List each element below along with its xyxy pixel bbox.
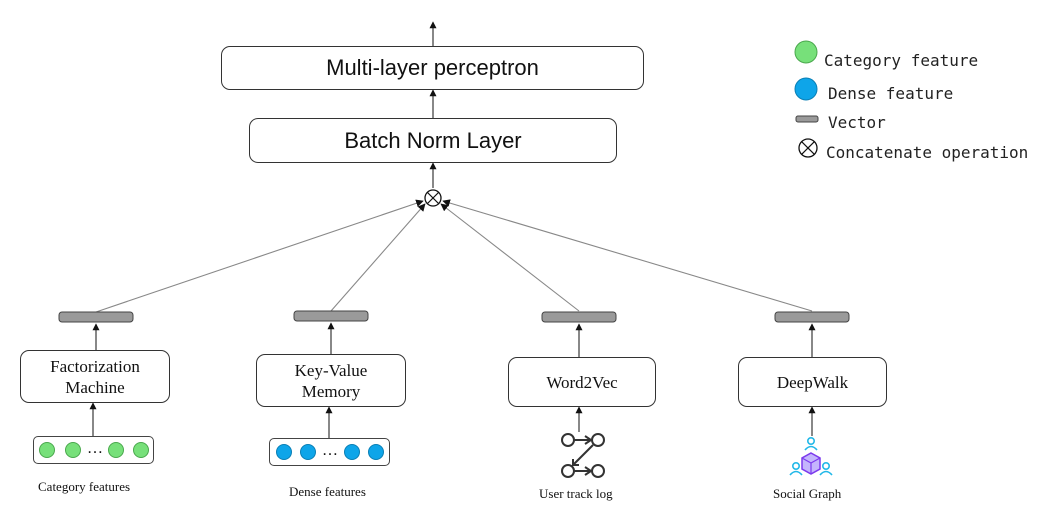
w2v-vector bbox=[541, 311, 617, 323]
dense-ellipsis: … bbox=[322, 442, 338, 459]
legend-dense-label: Dense feature bbox=[828, 84, 954, 103]
fm-vector-to-concat bbox=[95, 199, 424, 313]
category-dot bbox=[65, 442, 81, 458]
dense-dot bbox=[276, 444, 292, 460]
batch-norm-label: Batch Norm Layer bbox=[344, 127, 522, 153]
category-dot bbox=[108, 442, 124, 458]
mlp-box: Multi-layer perceptron bbox=[221, 46, 644, 90]
legend-dense-dot bbox=[794, 77, 818, 101]
concatenate-operator bbox=[424, 189, 442, 207]
deepwalk-box: DeepWalk bbox=[738, 357, 887, 407]
category-dot bbox=[39, 442, 55, 458]
factorization-machine-box: Factorization Machine bbox=[20, 350, 170, 403]
dense-dot bbox=[368, 444, 384, 460]
social-graph-icon bbox=[789, 436, 833, 476]
dense-dot bbox=[344, 444, 360, 460]
category-dot bbox=[133, 442, 149, 458]
category-features-caption: Category features bbox=[38, 479, 131, 494]
deepwalk-label: DeepWalk bbox=[776, 372, 849, 392]
category-ellipsis: … bbox=[87, 440, 103, 457]
kv-vector bbox=[293, 310, 369, 322]
factorization-machine-label: Factorization Machine bbox=[50, 356, 140, 397]
user-track-log-caption: User track log bbox=[539, 486, 613, 501]
mlp-label: Multi-layer perceptron bbox=[326, 55, 539, 80]
dense-features-input: … bbox=[269, 438, 390, 466]
kv-vector-to-concat bbox=[330, 203, 426, 312]
legend-vector-label: Vector bbox=[828, 113, 886, 132]
dw-vector-to-concat bbox=[442, 199, 813, 312]
key-value-memory-label: Key-Value Memory bbox=[294, 360, 368, 401]
social-graph-caption: Social Graph bbox=[773, 486, 842, 501]
w2v-vector-to-concat bbox=[440, 203, 580, 312]
dense-dot bbox=[300, 444, 316, 460]
category-features-input: … bbox=[33, 436, 154, 464]
dense-features-caption: Dense features bbox=[289, 484, 366, 499]
key-value-memory-box: Key-Value Memory bbox=[256, 354, 406, 407]
batch-norm-box: Batch Norm Layer bbox=[249, 118, 617, 163]
legend-concat-symbol bbox=[798, 138, 818, 158]
user-track-log-icon bbox=[561, 433, 605, 478]
legend-category-label: Category feature bbox=[824, 51, 979, 70]
dw-vector bbox=[774, 311, 850, 323]
legend-concat-label: Concatenate operation bbox=[826, 143, 1029, 162]
word2vec-box: Word2Vec bbox=[508, 357, 656, 407]
fm-vector bbox=[58, 311, 134, 323]
word2vec-label: Word2Vec bbox=[546, 372, 618, 392]
legend-vector-bar bbox=[795, 115, 819, 123]
legend-category-dot bbox=[794, 40, 818, 64]
